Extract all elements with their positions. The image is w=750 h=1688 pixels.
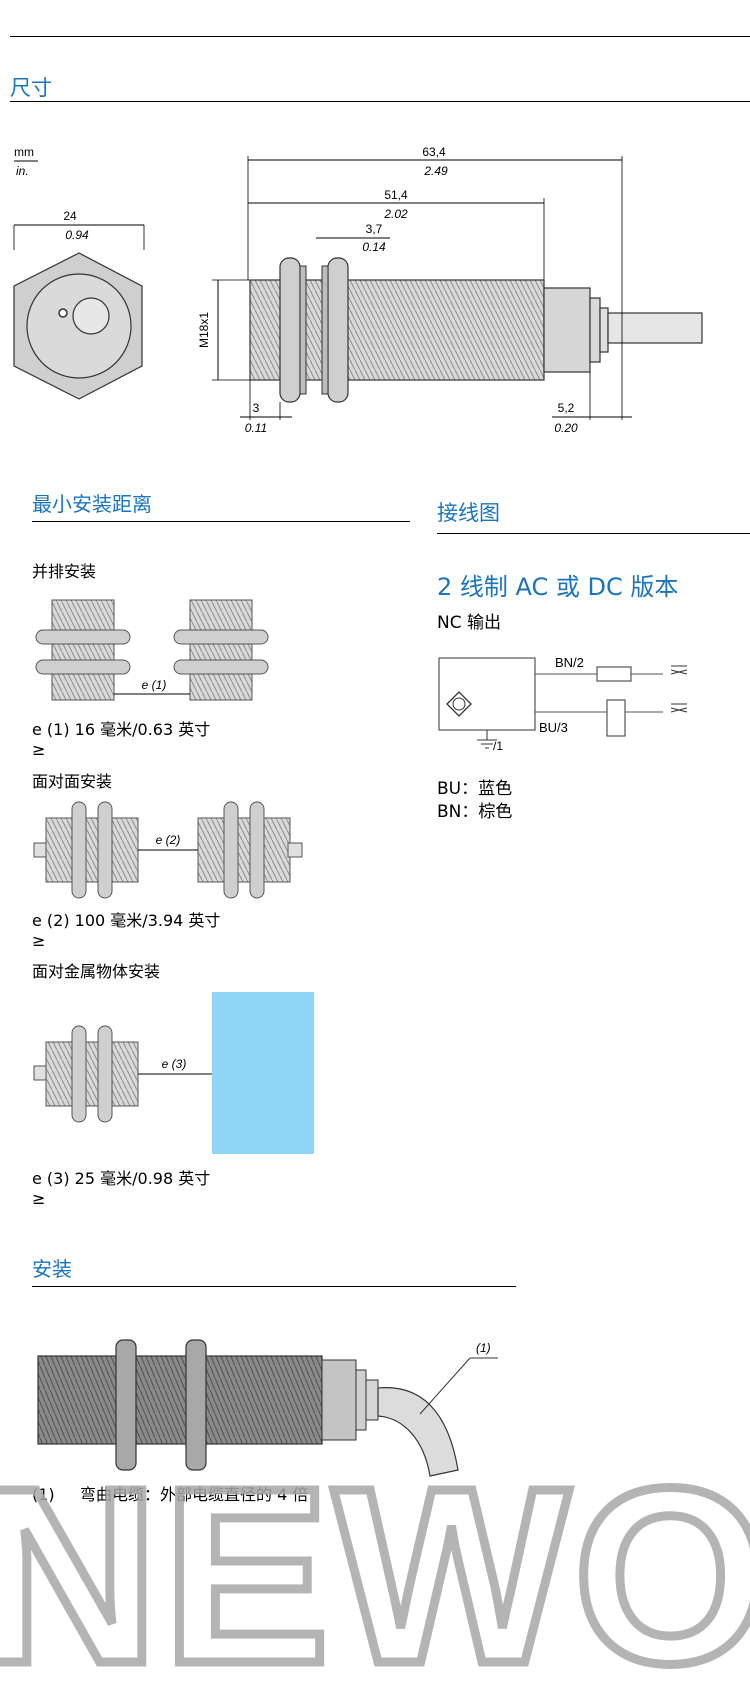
metal-title: 面对金属物体安装 bbox=[32, 962, 161, 981]
wiring-diagram: BN/2 BU/3 /1 bbox=[438, 655, 688, 753]
dimension-drawing: mm in. 24 0.94 63,4 2.49 51,4 2.02 3,7 0… bbox=[13, 145, 703, 435]
unit-in: in. bbox=[16, 164, 29, 178]
front-in: 0.94 bbox=[65, 228, 89, 242]
metal-caption: e (3) 25 毫米/0.98 英寸 bbox=[32, 1169, 211, 1188]
thread-size: M18x1 bbox=[197, 312, 211, 348]
bent-cable bbox=[377, 1387, 459, 1477]
e2-label: e (2) bbox=[156, 833, 181, 847]
install-note-text: 弯曲电缆：外部电缆直径的 4 倍 bbox=[80, 1485, 309, 1504]
watermark: NEWO bbox=[0, 1440, 750, 1688]
front-mm: 24 bbox=[63, 209, 77, 223]
metal-diagram: e (3) bbox=[33, 992, 314, 1154]
face-to-face-symbol: ≥ bbox=[32, 931, 46, 950]
body-in: 2.02 bbox=[383, 207, 408, 221]
ground-pin: /1 bbox=[493, 739, 503, 753]
side-by-side-caption: e (1) 16 毫米/0.63 英寸 bbox=[32, 720, 211, 739]
watermark-text: NEWO bbox=[0, 1440, 750, 1688]
install-heading: 安装 bbox=[32, 1257, 72, 1281]
body-mm: 51,4 bbox=[384, 188, 408, 202]
e1-label: e (1) bbox=[142, 678, 167, 692]
front-sensor-face bbox=[72, 297, 110, 335]
nut-in: 0.14 bbox=[362, 240, 386, 254]
side-nut-front bbox=[279, 257, 301, 403]
mounting-heading: 最小安装距离 bbox=[32, 492, 152, 516]
dimensions-heading: 尺寸 bbox=[10, 76, 52, 100]
total-mm: 63,4 bbox=[422, 145, 446, 159]
unit-mm: mm bbox=[14, 145, 34, 159]
side-nut-rear bbox=[327, 257, 349, 403]
metal-symbol: ≥ bbox=[32, 1189, 46, 1208]
rear-in: 0.20 bbox=[554, 421, 578, 435]
side-by-side-title: 并排安装 bbox=[32, 562, 97, 581]
install-note-number: (1) bbox=[32, 1485, 55, 1504]
dimensions-heading-rule bbox=[10, 101, 750, 102]
front-nut-mm: 3 bbox=[253, 401, 260, 415]
face-to-face-caption: e (2) 100 毫米/3.94 英寸 bbox=[32, 911, 221, 930]
install-heading-rule bbox=[32, 1286, 516, 1287]
legend-bu: BU：蓝色 bbox=[437, 779, 513, 799]
top-rule bbox=[10, 36, 750, 37]
front-led bbox=[58, 308, 68, 318]
front-nut-in: 0.11 bbox=[245, 421, 267, 435]
nut-mm: 3,7 bbox=[366, 222, 383, 236]
face-to-face-diagram: e (2) bbox=[33, 801, 303, 899]
e3-label: e (3) bbox=[162, 1057, 187, 1071]
install-callout: (1) bbox=[476, 1341, 491, 1355]
wiring-version-title: 2 线制 AC 或 DC 版本 bbox=[437, 573, 679, 601]
legend-bn: BN：棕色 bbox=[437, 802, 513, 822]
face-to-face-title: 面对面安装 bbox=[32, 772, 113, 791]
bu-pin: BU/3 bbox=[539, 720, 568, 735]
bn-pin: BN/2 bbox=[555, 655, 584, 670]
side-by-side-diagram: e (1) bbox=[35, 599, 269, 701]
wiring-heading: 接线图 bbox=[437, 501, 500, 525]
total-in: 2.49 bbox=[423, 164, 448, 178]
nc-output-label: NC 输出 bbox=[437, 613, 501, 633]
install-drawing: (1) bbox=[37, 1339, 498, 1477]
wiring-heading-rule bbox=[437, 533, 750, 534]
side-cable bbox=[607, 312, 703, 344]
metal-plate bbox=[212, 992, 314, 1154]
side-by-side-symbol: ≥ bbox=[32, 740, 46, 759]
rear-mm: 5,2 bbox=[558, 401, 575, 415]
mounting-heading-rule bbox=[32, 521, 410, 522]
